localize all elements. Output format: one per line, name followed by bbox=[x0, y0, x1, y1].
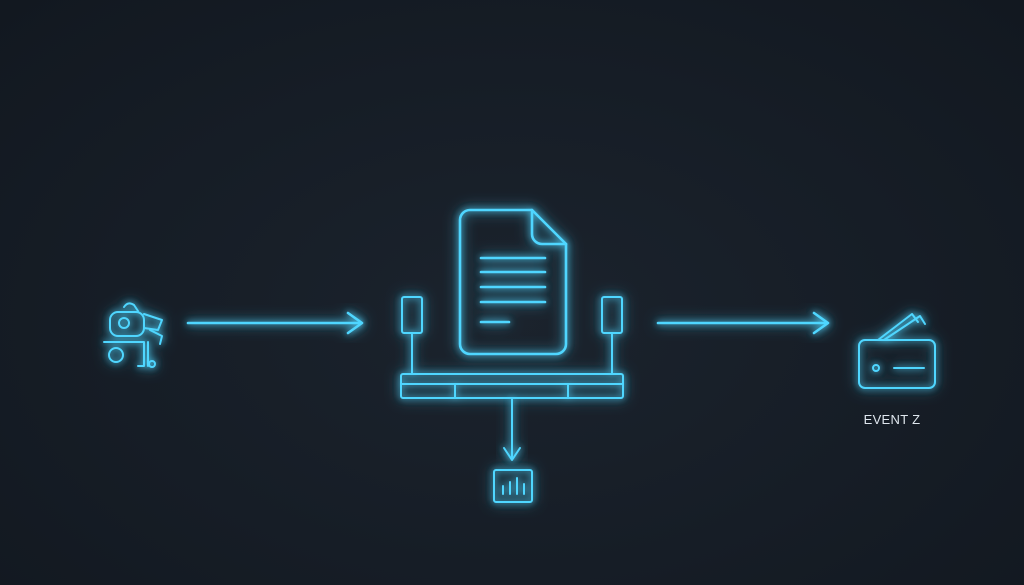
wallet-icon bbox=[858, 313, 936, 389]
arrow-source-to-center bbox=[186, 311, 364, 335]
target-label: EVENT Z bbox=[863, 412, 921, 427]
arrow-center-to-target bbox=[656, 311, 830, 335]
arrow-center-to-bottom bbox=[503, 397, 521, 461]
robot-icon bbox=[103, 302, 163, 368]
bar-chart-icon bbox=[493, 469, 533, 503]
document-icon bbox=[458, 208, 568, 356]
bracket-base bbox=[400, 296, 624, 399]
